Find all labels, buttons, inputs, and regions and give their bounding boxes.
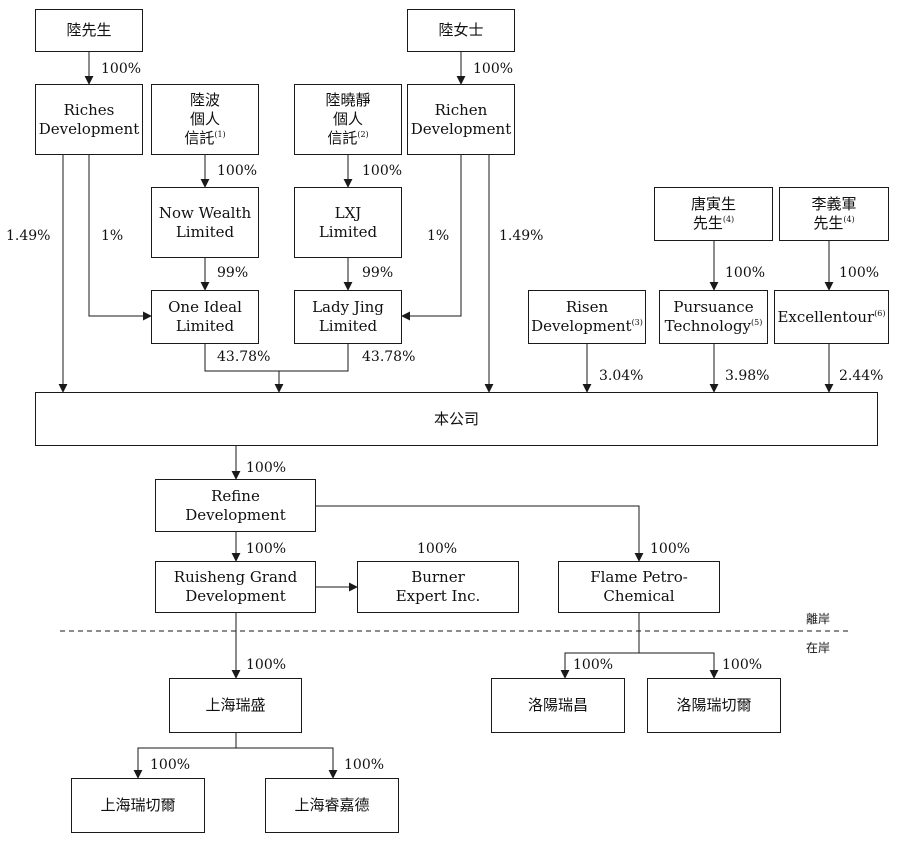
node-burner-expert: Burner Expert Inc. bbox=[357, 561, 519, 613]
node-lady-jing-limited: Lady Jing Limited bbox=[294, 290, 402, 344]
node-mr-lu: 陸先生 bbox=[35, 9, 143, 52]
pct-company-refine: 100% bbox=[246, 460, 287, 476]
node-one-ideal-limited: One Ideal Limited bbox=[151, 290, 259, 344]
pct-ruisheng-shruisheng: 100% bbox=[246, 657, 287, 673]
node-riches-development: Riches Development bbox=[35, 84, 143, 155]
pct-riches-oneideal: 1% bbox=[101, 228, 124, 244]
node-tang-yinsheng: 唐寅生 先生(4) bbox=[654, 187, 773, 241]
pct-flame-lyruiqieer: 100% bbox=[722, 657, 763, 673]
pct-refine-flame: 100% bbox=[650, 541, 691, 557]
node-flame-petro-chemical: Flame Petro- Chemical bbox=[558, 561, 720, 613]
note-marker: (4) bbox=[722, 215, 735, 224]
pct-flame-lyruichang: 100% bbox=[573, 657, 614, 673]
node-luoyang-ruiqieer: 洛陽瑞切爾 bbox=[647, 678, 781, 733]
pct-shruisheng-shruijiade: 100% bbox=[344, 757, 385, 773]
pct-richen-ladyjing: 1% bbox=[427, 228, 450, 244]
note-marker: (1) bbox=[214, 130, 226, 139]
node-lu-bo-trust: 陸波 個人 信託(1) bbox=[151, 84, 259, 155]
node-risen-development: Risen Development(3) bbox=[528, 290, 646, 344]
pct-ms-lu-richen: 100% bbox=[473, 61, 514, 77]
pct-excellentour-company: 2.44% bbox=[839, 368, 884, 384]
pct-nowwealth-oneideal: 99% bbox=[217, 265, 249, 281]
pct-li-excellentour: 100% bbox=[839, 265, 880, 281]
edge-flame-lyruichang bbox=[560, 652, 639, 679]
node-refine-development: Refine Development bbox=[155, 479, 316, 532]
node-richen-development: Richen Development bbox=[407, 84, 515, 155]
note-marker: (3) bbox=[631, 318, 643, 327]
pct-lubo-nowwealth: 100% bbox=[217, 163, 258, 179]
zone-label-offshore: 離岸 bbox=[806, 612, 831, 626]
node-shanghai-ruiqieer: 上海瑞切爾 bbox=[71, 778, 205, 833]
pct-richen-company: 1.49% bbox=[499, 228, 544, 244]
node-lu-xiaojing-trust: 陸曉靜 個人 信託(2) bbox=[294, 84, 402, 155]
node-ms-lu: 陸女士 bbox=[407, 9, 515, 52]
pct-risen-company: 3.04% bbox=[599, 368, 644, 384]
node-luoyang-ruichang: 洛陽瑞昌 bbox=[491, 678, 625, 733]
pct-oneideal-company: 43.78% bbox=[217, 349, 271, 365]
node-shanghai-ruisheng: 上海瑞盛 bbox=[169, 678, 302, 733]
node-pursuance-technology: Pursuance Technology(5) bbox=[659, 290, 768, 344]
node-li-yijun: 李義軍 先生(4) bbox=[779, 187, 889, 241]
pct-tang-pursuance: 100% bbox=[725, 265, 766, 281]
pct-shruisheng-shruiqieer: 100% bbox=[150, 757, 191, 773]
edge-riches-oneideal bbox=[88, 155, 152, 321]
pct-riches-company: 1.49% bbox=[6, 228, 51, 244]
node-ruisheng-grand-development: Ruisheng Grand Development bbox=[155, 561, 316, 613]
pct-lxj-ladyjing: 99% bbox=[362, 265, 394, 281]
edge-refine-flame bbox=[316, 505, 644, 562]
node-the-company: 本公司 bbox=[35, 392, 878, 446]
note-marker: (5) bbox=[751, 318, 763, 327]
pct-pursuance-company: 3.98% bbox=[725, 368, 770, 384]
pct-ladyjing-company: 43.78% bbox=[362, 349, 416, 365]
note-marker: (2) bbox=[357, 130, 369, 139]
edge-oneideal-ladyjing-join bbox=[204, 344, 349, 372]
pct-luxj-lxj: 100% bbox=[362, 163, 403, 179]
edge-flame-lyruiqieer bbox=[639, 652, 719, 679]
node-lxj-limited: LXJ Limited bbox=[294, 187, 402, 258]
pct-mr-lu-riches: 100% bbox=[101, 61, 142, 77]
note-marker: (6) bbox=[874, 308, 886, 318]
pct-refine-ruisheng: 100% bbox=[246, 541, 287, 557]
node-shanghai-ruijiade: 上海睿嘉德 bbox=[265, 778, 399, 833]
node-excellentour: Excellentour(6) bbox=[774, 290, 889, 344]
node-now-wealth-limited: Now Wealth Limited bbox=[151, 187, 259, 258]
edge-richen-ladyjing bbox=[401, 155, 462, 321]
note-marker: (4) bbox=[843, 215, 855, 224]
zone-label-onshore: 在岸 bbox=[806, 641, 831, 655]
pct-ruisheng-burner: 100% bbox=[417, 541, 458, 557]
